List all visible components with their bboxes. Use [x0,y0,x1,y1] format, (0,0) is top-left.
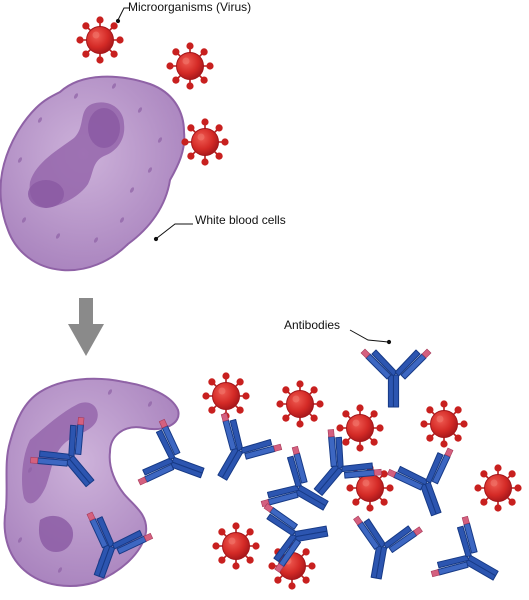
virus-icon [75,15,125,65]
virus-label: Microorganisms (Virus) [128,0,252,14]
virus-icon [335,403,385,453]
white-blood-cell-icon [0,75,186,272]
antibody-icon [385,446,472,526]
virus-icon [165,41,215,91]
antibody-icon [360,348,432,408]
virus-icon [473,463,523,513]
virus-icon [180,117,230,167]
virus-icon [419,399,469,449]
down-arrow-icon [68,298,104,356]
antibody-icon [343,514,424,586]
antibody-icon [428,513,515,600]
antibody-icon [193,410,285,497]
virus-icon [275,379,325,429]
virus-icon [211,521,261,571]
virus-icon [201,371,251,421]
white-blood-cells-label: White blood cells [195,213,286,227]
label-leader-line [115,7,392,345]
antibody-icon [136,417,216,504]
antibodies-label: Antibodies [284,318,341,332]
